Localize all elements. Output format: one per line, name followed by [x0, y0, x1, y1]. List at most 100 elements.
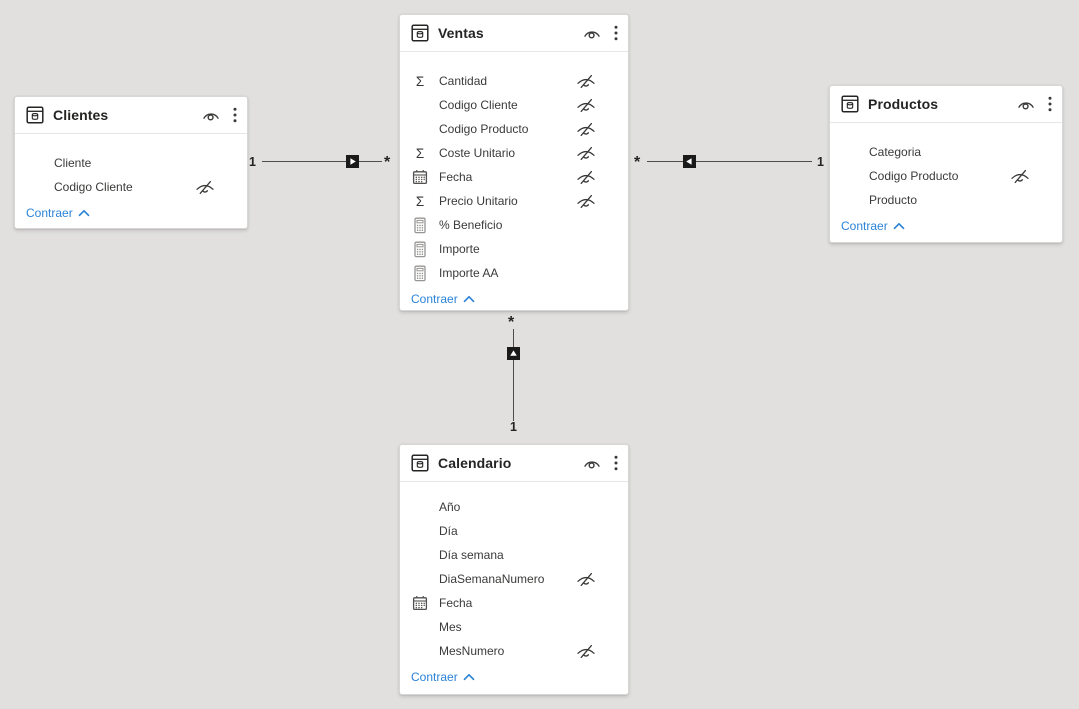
- field-row-producto[interactable]: Producto: [830, 188, 1062, 212]
- field-name: Año: [439, 500, 461, 514]
- field-list: Cliente Codigo Cliente: [15, 134, 247, 199]
- eye-slash-icon[interactable]: [195, 180, 215, 195]
- field-name: Coste Unitario: [439, 146, 516, 160]
- more-options-icon[interactable]: [1048, 96, 1052, 112]
- eye-slash-icon[interactable]: [576, 644, 596, 659]
- collapse-link[interactable]: Contraer: [400, 285, 475, 306]
- field-name: Fecha: [439, 170, 473, 184]
- relationship-line-ventas-productos[interactable]: [647, 161, 812, 162]
- field-name: Codigo Cliente: [54, 180, 133, 194]
- field-icon-spacer: [411, 523, 429, 540]
- field-row-codigo-producto[interactable]: Codigo Producto: [400, 117, 628, 141]
- field-icon-spacer: [411, 619, 429, 636]
- field-name: Producto: [869, 193, 918, 207]
- field-row-mes[interactable]: Mes: [400, 615, 628, 639]
- more-options-icon[interactable]: [233, 107, 237, 123]
- field-name: Día semana: [439, 548, 504, 562]
- field-row-codigo-producto[interactable]: Codigo Producto: [830, 164, 1062, 188]
- field-row-fecha[interactable]: Fecha: [400, 165, 628, 189]
- visibility-eye-icon[interactable]: [582, 456, 602, 470]
- collapse-link[interactable]: Contraer: [400, 663, 475, 684]
- field-row-mesnumero[interactable]: MesNumero: [400, 639, 628, 663]
- table-card-clientes[interactable]: Clientes Cliente Codigo Cliente Contraer: [14, 96, 248, 229]
- collapse-label: Contraer: [841, 219, 888, 233]
- calculator-measure-icon: [411, 217, 429, 234]
- relationship-arrow-right-icon[interactable]: [346, 155, 359, 168]
- collapse-link[interactable]: Contraer: [15, 199, 90, 220]
- table-icon: [26, 106, 44, 124]
- table-title: Calendario: [438, 455, 512, 471]
- table-card-productos[interactable]: Productos Categoria Codigo Producto Prod…: [829, 85, 1063, 243]
- field-icon-spacer: [841, 144, 859, 161]
- visibility-eye-icon[interactable]: [201, 108, 221, 122]
- field-row-coste-unitario[interactable]: Σ Coste Unitario: [400, 141, 628, 165]
- chevron-up-icon: [78, 209, 90, 217]
- field-name: Categoria: [869, 145, 922, 159]
- eye-slash-icon[interactable]: [576, 146, 596, 161]
- field-row-importe[interactable]: Importe: [400, 237, 628, 261]
- relationship-line-calendario-ventas[interactable]: [513, 329, 514, 421]
- eye-slash-icon[interactable]: [576, 170, 596, 185]
- calculator-measure-icon: [411, 265, 429, 282]
- eye-slash-icon[interactable]: [576, 572, 596, 587]
- eye-slash-icon[interactable]: [576, 122, 596, 137]
- relationship-line-clientes-ventas[interactable]: [262, 161, 382, 162]
- table-card-ventas[interactable]: Ventas Σ Cantidad Codigo Cliente Codigo …: [399, 14, 629, 311]
- table-header: Calendario: [400, 445, 628, 482]
- field-row-codigo-cliente[interactable]: Codigo Cliente: [400, 93, 628, 117]
- table-icon: [411, 454, 429, 472]
- table-card-calendario[interactable]: Calendario Año Día Día semana DiaSemanaN…: [399, 444, 629, 695]
- cardinality-one-label: 1: [817, 155, 824, 169]
- field-name: Importe AA: [439, 266, 499, 280]
- field-name: % Beneficio: [439, 218, 503, 232]
- field-row-codigo-cliente[interactable]: Codigo Cliente: [15, 175, 247, 199]
- field-list: Año Día Día semana DiaSemanaNumero Fecha: [400, 482, 628, 663]
- field-list: Σ Cantidad Codigo Cliente Codigo Product…: [400, 52, 628, 285]
- more-options-icon[interactable]: [614, 25, 618, 41]
- chevron-up-icon: [463, 673, 475, 681]
- field-icon-spacer: [411, 121, 429, 138]
- field-name: Cliente: [54, 156, 92, 170]
- visibility-eye-icon[interactable]: [1016, 97, 1036, 111]
- field-row-fecha[interactable]: Fecha: [400, 591, 628, 615]
- field-name: DiaSemanaNumero: [439, 572, 545, 586]
- field-row-dia-semana[interactable]: Día semana: [400, 543, 628, 567]
- visibility-eye-icon[interactable]: [582, 26, 602, 40]
- field-row-cliente[interactable]: Cliente: [15, 151, 247, 175]
- more-options-icon[interactable]: [614, 455, 618, 471]
- field-row-dia[interactable]: Día: [400, 519, 628, 543]
- field-row-precio-unitario[interactable]: Σ Precio Unitario: [400, 189, 628, 213]
- field-row-categoria[interactable]: Categoria: [830, 140, 1062, 164]
- field-row-cantidad[interactable]: Σ Cantidad: [400, 69, 628, 93]
- field-list: Categoria Codigo Producto Producto: [830, 123, 1062, 212]
- eye-slash-icon[interactable]: [1010, 169, 1030, 184]
- field-icon-spacer: [26, 155, 44, 172]
- eye-slash-icon[interactable]: [576, 98, 596, 113]
- field-icon-spacer: [411, 547, 429, 564]
- field-icon-spacer: [26, 179, 44, 196]
- field-row-ano[interactable]: Año: [400, 495, 628, 519]
- eye-slash-icon[interactable]: [576, 74, 596, 89]
- table-title: Productos: [868, 96, 939, 112]
- field-row-beneficio[interactable]: % Beneficio: [400, 213, 628, 237]
- cardinality-many-label: *: [508, 314, 515, 331]
- table-header: Productos: [830, 86, 1062, 123]
- relationship-arrow-left-icon[interactable]: [683, 155, 696, 168]
- collapse-label: Contraer: [26, 206, 73, 220]
- collapse-link[interactable]: Contraer: [830, 212, 905, 233]
- table-title: Ventas: [438, 25, 484, 41]
- chevron-up-icon: [463, 295, 475, 303]
- eye-slash-icon[interactable]: [576, 194, 596, 209]
- field-icon-spacer: [841, 192, 859, 209]
- field-name: Día: [439, 524, 458, 538]
- field-row-diasemananumero[interactable]: DiaSemanaNumero: [400, 567, 628, 591]
- sum-sigma-icon: Σ: [415, 73, 425, 89]
- cardinality-many-label: *: [634, 154, 641, 171]
- field-name: Mes: [439, 620, 462, 634]
- table-header: Clientes: [15, 97, 247, 134]
- chevron-up-icon: [893, 222, 905, 230]
- collapse-label: Contraer: [411, 670, 458, 684]
- relationship-arrow-up-icon[interactable]: [507, 347, 520, 360]
- field-row-importe-aa[interactable]: Importe AA: [400, 261, 628, 285]
